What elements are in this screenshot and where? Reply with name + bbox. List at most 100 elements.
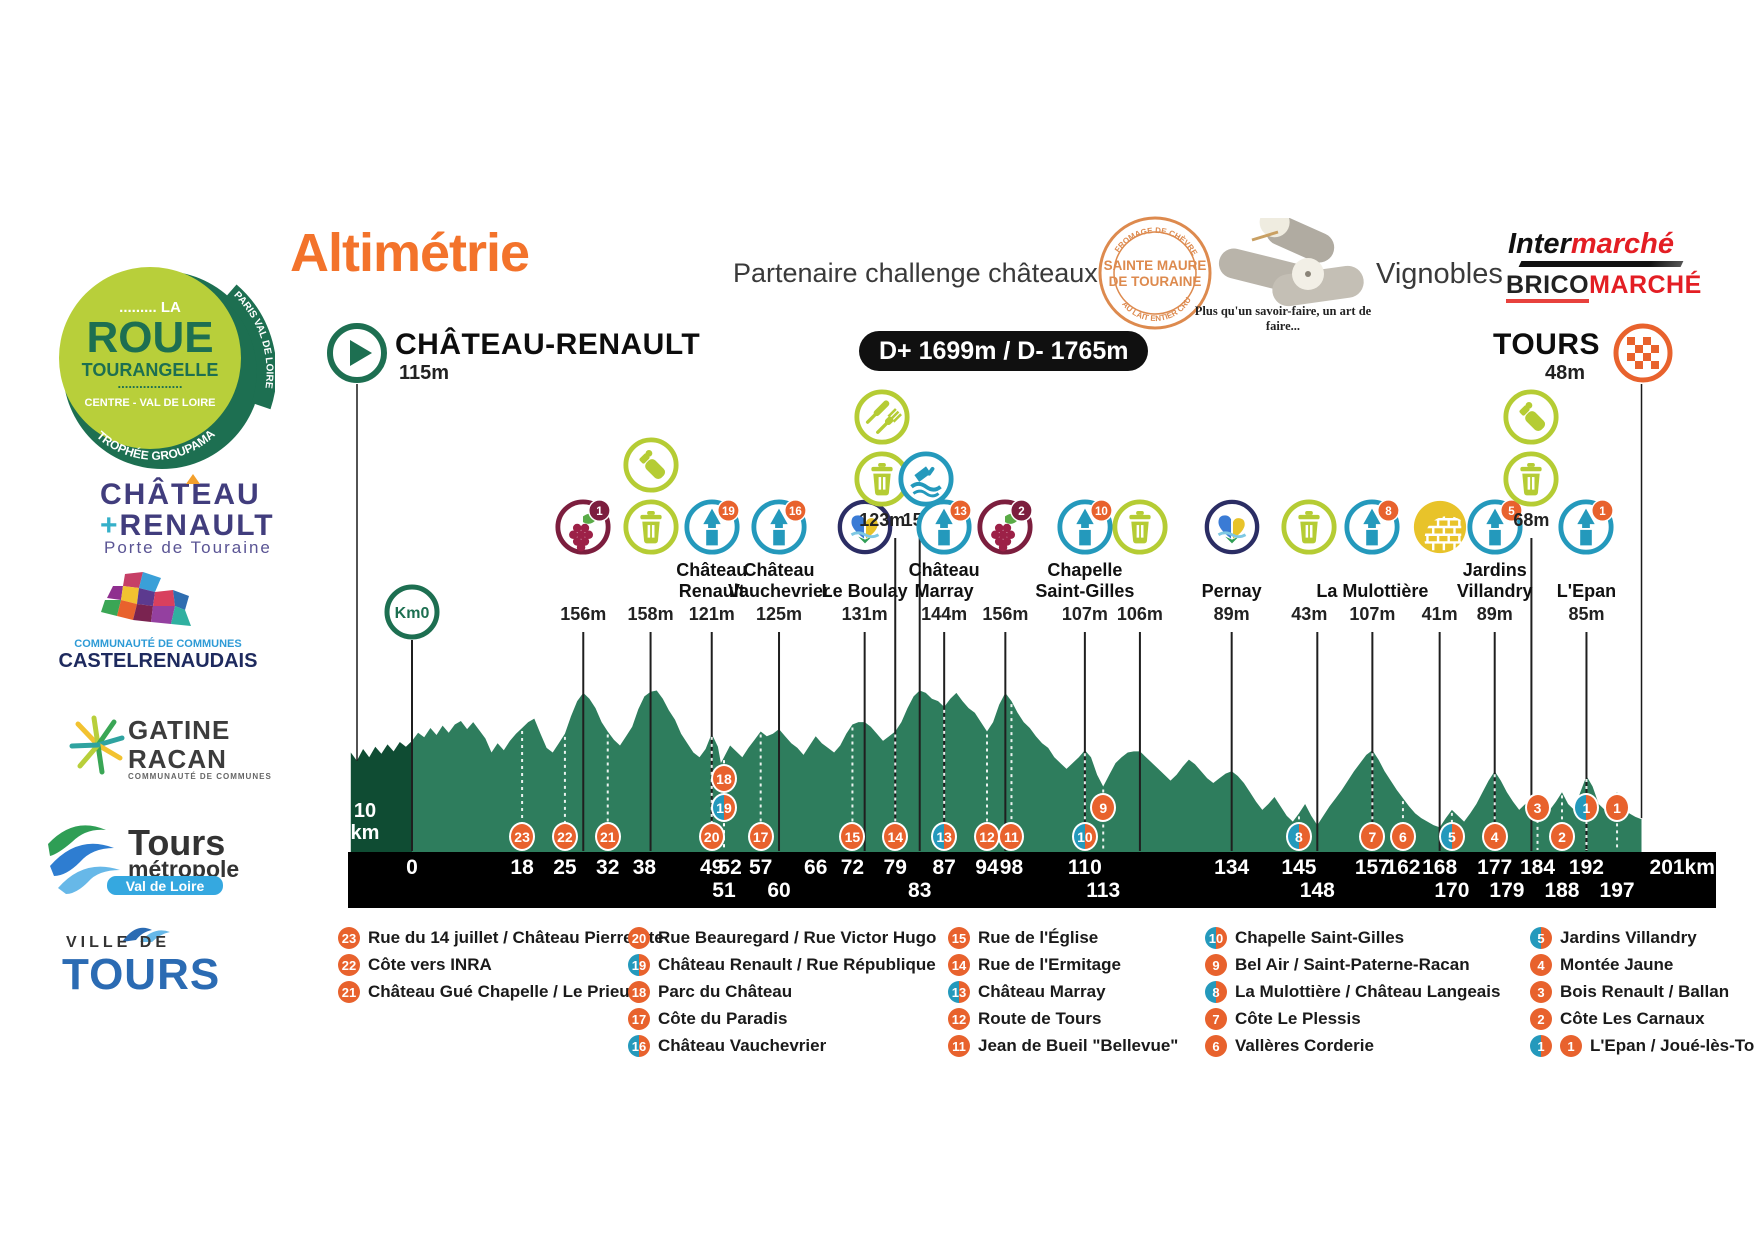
legend-text-13: Château Marray [978,982,1106,1001]
axis-label-25km: 25 [553,856,577,879]
commune-heart-icon [836,498,894,556]
climb-marker-12: 12 [973,822,1000,851]
climb-marker-8: 8 [1285,822,1312,851]
legend-text-7: Côte Le Plessis [1235,1009,1361,1028]
climb-marker-22: 22 [551,822,578,851]
axis-label-49km: 49 [700,856,724,879]
finish-elevation-label: 48m [1544,362,1585,384]
roue-top-label: ......... LA [119,299,181,316]
grapes-icon: 1 [554,498,612,556]
axis-label-177km: 177 [1477,856,1513,879]
axis-label-197km: 197 [1599,879,1635,902]
climb-marker-18: 18 [710,764,737,793]
axis-label-52km: 52 [718,856,742,879]
axis-label-98km: 98 [999,856,1024,879]
waypoint-148km-elevation: 43m [1291,604,1328,624]
legend-text-15: Rue de l'Église [978,928,1099,947]
axis-label-18km: 18 [510,856,534,879]
legend-marker-15: 15 [948,927,970,949]
fork-knife-icon [853,388,911,446]
legend-marker-11: 11 [948,1035,970,1057]
axis-end-label: 201km [1649,856,1715,879]
water-station-icon [897,450,955,508]
waypoint-château-vauchevrier-elevation: 125m [755,604,803,624]
climb-marker-6: 6 [1389,822,1416,851]
climb-marker-21: 21 [594,822,621,851]
axis-unit-km: km [350,822,380,844]
legend-item-15: 15 Rue de l'Église [948,927,1178,949]
waypoint-chapelle-saint-gilles-label: Chapelle Saint-Gilles [1035,560,1135,601]
chateau-icon: 1 [1557,498,1615,556]
troglodyte-icon [1411,498,1469,556]
start-city-label: CHÂTEAU-RENAULT [395,328,701,361]
legend-marker-18: 18 [628,981,650,1003]
waypoint-79km-elevation: 123m [859,510,906,530]
denivele-badge: D+ 1699m / D- 1765m [859,331,1149,371]
chateau-renault-roof-icon [186,474,200,484]
page-title: Altimétrie [290,223,530,283]
chateau-icon: 10 [1056,498,1114,556]
waypoint-le-boulay-label: Le Boulay [821,581,908,601]
legend-text-14: Rue de l'Ermitage [978,955,1121,974]
bottle-icon [622,436,680,494]
roue-sub-label: TOURANGELLE [82,360,219,380]
chateau-icon: 19 [683,498,741,556]
roue-region-label: CENTRE - VAL DE LOIRE [85,397,216,409]
legend-text-19: Château Renault / Rue République [658,955,936,974]
waypoint-168km-elevation: 41m [1421,604,1458,624]
legend-text-23: Rue du 14 juillet / Château Pierrefitte [368,928,664,947]
finish-checkered-icon [1613,323,1673,383]
waypoint-l'epan-elevation: 85m [1568,604,1605,624]
climb-marker-7: 7 [1359,822,1386,851]
chateau-icon: 5 [1466,498,1524,556]
legend-text-8: La Mulottière / Château Langeais [1235,982,1501,1001]
commune-heart-icon [1203,498,1261,556]
climb-marker-23: 23 [509,822,536,851]
axis-label-188km: 188 [1544,879,1580,902]
waypoint-la-mulottière-label: La Mulottière [1316,581,1429,601]
axis-label-32km: 32 [596,856,620,879]
waypoint-pernay-label: Pernay [1201,581,1262,601]
tours-metropole-line3: Val de Loire [107,876,223,895]
legend-text-12: Route de Tours [978,1009,1102,1028]
roue-name-label: ROUE [86,313,213,362]
svg-text:8: 8 [1386,505,1393,518]
gatine-line3: COMMUNAUTÉ DE COMMUNES [128,772,272,781]
climb-marker-19: 19 [710,793,737,822]
castelrenaudais-map-icon [101,572,191,626]
waypoint-château-renault-elevation: 121m [688,604,735,624]
legend-text-20: Rue Beauregard / Rue Victor Hugo [658,928,937,947]
chateau-renault-line1: CHÂTEAU [100,478,261,511]
climb-marker-1: 1 [1604,793,1631,822]
legend-marker-1: 1 [1530,1035,1552,1057]
profile-lead-in-area [350,740,412,852]
axis-label-184km: 184 [1519,856,1556,879]
legend-marker-2: 2 [1530,1008,1552,1030]
climb-marker-11: 11 [998,822,1025,851]
legend-marker-14: 14 [948,954,970,976]
intermarche-part2: marché [1570,228,1675,260]
axis-unit-value: 10 [353,800,377,822]
legend-text-21: Château Gué Chapelle / Le Prieuré [368,982,646,1001]
waypoint-la-mulottière-elevation: 107m [1349,604,1396,624]
axis-label-192km: 192 [1568,856,1604,879]
legend-marker-17: 17 [628,1008,650,1030]
legend-text-3: Bois Renault / Ballan [1560,982,1730,1001]
